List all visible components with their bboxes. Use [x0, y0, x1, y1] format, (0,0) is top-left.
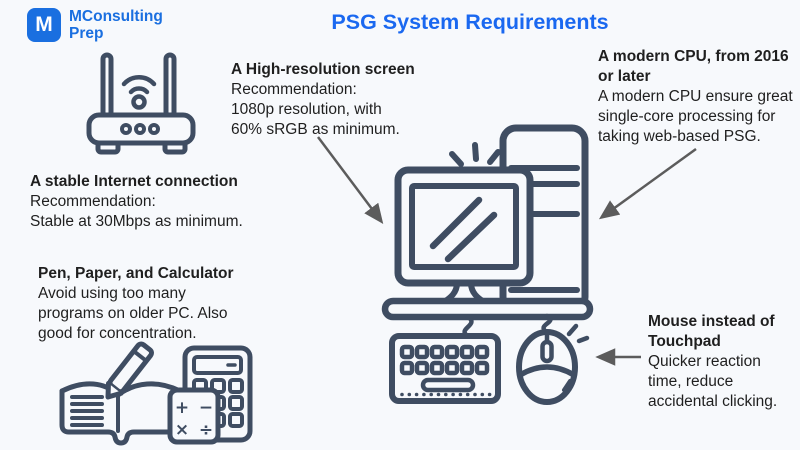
minus-symbol: − — [199, 398, 213, 418]
brand-logo-icon: M — [27, 8, 61, 42]
note-stationery-line: programs on older PC. Also — [38, 305, 228, 322]
times-symbol: × — [175, 420, 189, 440]
brand-logo: M MConsulting Prep — [27, 8, 163, 42]
note-screen-line: Recommendation: — [231, 81, 357, 98]
keyboard-dots — [400, 392, 492, 397]
spark-lines — [449, 142, 501, 167]
note-internet: A stable Internet connection Recommendat… — [30, 172, 243, 232]
pencil-icon — [105, 341, 154, 400]
monitor-icon — [394, 166, 534, 305]
note-stationery: Pen, Paper, and Calculator Avoid using t… — [38, 264, 234, 344]
note-screen-line: 60% sRGB as minimum. — [231, 121, 400, 138]
note-mouse-heading: Mouse instead of Touchpad — [648, 313, 775, 350]
note-screen-line: 1080p resolution, with — [231, 101, 382, 118]
brand-monogram: M — [35, 13, 53, 36]
screen-shine — [429, 196, 483, 250]
note-cpu-heading: A modern CPU, from 2016 or later — [598, 48, 789, 85]
page-title: PSG System Requirements — [331, 10, 609, 34]
note-cpu-line: A modern CPU ensure great — [598, 88, 793, 105]
router-lights — [120, 123, 160, 135]
note-cpu-line: single-core processing for — [598, 108, 776, 125]
mouse-shine — [562, 379, 572, 392]
wifi-signal-icon — [121, 74, 157, 110]
router-antennas — [100, 52, 177, 119]
plus-symbol: + — [175, 398, 189, 418]
note-mouse-line: time, reduce — [648, 373, 734, 390]
note-cpu: A modern CPU, from 2016 or later A moder… — [598, 47, 793, 147]
keyboard-icon — [389, 333, 501, 404]
notebook-pencil-calculator-icon: + − × ÷ — [59, 341, 253, 446]
note-mouse: Mouse instead of Touchpad Quicker reacti… — [648, 312, 788, 412]
wifi-router-icon — [86, 52, 196, 155]
desktop-computer-icon — [381, 124, 594, 405]
brand-name-line2: Prep — [69, 24, 104, 42]
divide-symbol: ÷ — [199, 420, 213, 440]
note-stationery-line: Avoid using too many — [38, 285, 186, 302]
router-body — [86, 112, 196, 146]
math-symbols-card: + − × ÷ — [167, 387, 221, 445]
brand-name-line1: MConsulting — [69, 8, 163, 25]
notebook-text-lines — [70, 395, 104, 427]
spark-lines — [566, 323, 579, 337]
desk-shelf — [381, 297, 594, 321]
arrow-screen-to-monitor — [317, 136, 384, 224]
note-internet-heading: A stable Internet connection — [30, 173, 238, 190]
note-stationery-line: good for concentration. — [38, 325, 197, 342]
mouse-icon — [516, 323, 590, 405]
note-internet-line: Recommendation: — [30, 193, 156, 210]
spacebar-key — [420, 377, 476, 393]
note-stationery-heading: Pen, Paper, and Calculator — [38, 265, 234, 282]
screen-shine — [444, 211, 498, 263]
spark-lines — [576, 335, 590, 344]
note-screen-heading: A High-resolution screen — [231, 61, 415, 78]
brand-name: MConsulting Prep — [69, 8, 163, 42]
note-cpu-line: taking web-based PSG. — [598, 128, 761, 145]
note-mouse-line: accidental clicking. — [648, 393, 778, 410]
note-screen: A High-resolution screen Recommendation:… — [231, 60, 415, 140]
note-mouse-line: Quicker reaction — [648, 353, 761, 370]
note-internet-line: Stable at 30Mbps as minimum. — [30, 213, 243, 230]
calculator-display — [192, 355, 243, 375]
